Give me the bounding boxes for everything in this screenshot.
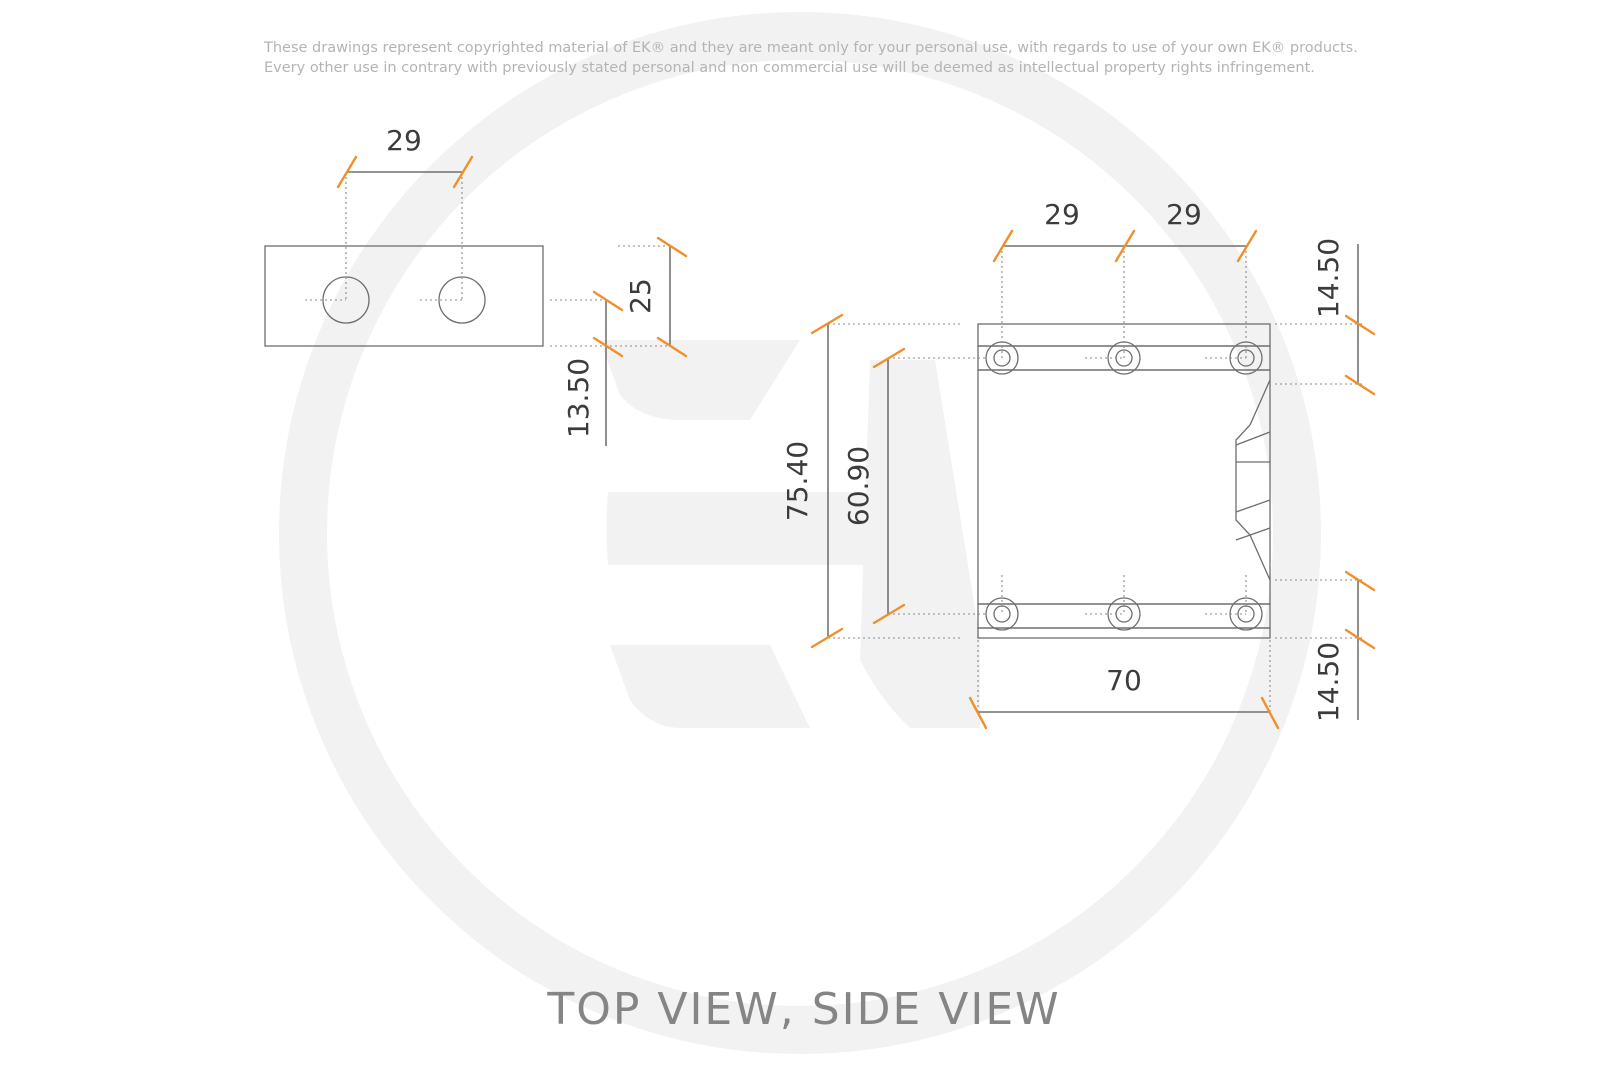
copyright-notice-line-2: Every other use in contrary with previou… [264,60,1315,76]
side-view-cutout-line-4 [1235,527,1271,541]
top-view-height-tick-bottom [656,336,688,358]
side-view-bottom-margin-label: 14.50 [1312,642,1345,722]
side-view-pitch-tick-1 [992,229,1014,263]
side-view-hole-spacing-tick-bottom [872,603,906,625]
top-view-pitch-label: 29 [386,124,422,157]
watermark-ring [279,12,1321,1054]
watermark-ek-diagonal [860,360,980,728]
side-view-bottom-margin-tick-2 [1344,628,1376,650]
top-view-offset-label: 13.50 [562,358,595,438]
top-view: 29 25 13.50 [264,124,688,446]
watermark-ek-upper [600,340,800,420]
side-view-top-margin-tick-1 [1344,314,1376,336]
side-view-overall-tick-bottom [810,627,844,649]
side-view-pitch-left-label: 29 [1044,198,1080,231]
side-view-pitch-tick-2 [1114,229,1136,263]
top-view-pitch-tick-right [452,155,474,189]
side-view-width-label: 70 [1106,664,1142,697]
ek-watermark-logo [279,12,1321,1054]
side-view-hole-spacing-label: 60.90 [842,446,875,526]
view-title: TOP VIEW, SIDE VIEW [546,984,1060,1035]
side-view: 29 29 14.50 14.50 75.40 60.90 70 [781,198,1376,730]
side-view-cutout-outline [1235,379,1271,581]
top-view-offset-tick-bottom [592,336,624,358]
side-view-pitch-right-label: 29 [1166,198,1202,231]
side-view-main-body [977,369,1271,605]
side-view-bottom-rail [977,627,1271,639]
side-view-top-margin-label: 14.50 [1312,238,1345,318]
side-view-bottom-rail-upper [977,603,1271,629]
side-view-hole-inner [1237,349,1255,367]
side-view-width-tick-left [968,696,988,730]
top-view-offset-tick-top [592,290,624,312]
side-view-cutout-line-1 [1235,431,1271,446]
side-view-width-tick-right [1260,696,1280,730]
side-view-pitch-tick-3 [1236,229,1258,263]
side-view-hole [985,597,1019,631]
watermark-ek-lower [610,645,810,728]
top-view-pitch-tick-left [336,155,358,189]
side-view-hole-inner [1115,605,1133,623]
side-view-hole [1107,597,1141,631]
side-view-hole-spacing-tick-top [872,347,906,369]
side-view-bottom-margin-tick-1 [1344,570,1376,592]
side-view-overall-height-label: 75.40 [781,441,814,521]
side-view-cutout-line-3 [1235,499,1271,513]
side-view-overall-tick-top [810,313,844,335]
top-view-height-tick-top [656,236,688,258]
top-view-body [264,245,544,347]
side-view-hole-inner [993,349,1011,367]
side-view-hole-inner [993,605,1011,623]
top-view-height-label: 25 [624,278,657,314]
side-view-top-margin-tick-2 [1344,374,1376,396]
copyright-notice-line-1: These drawings represent copyrighted mat… [263,40,1358,56]
